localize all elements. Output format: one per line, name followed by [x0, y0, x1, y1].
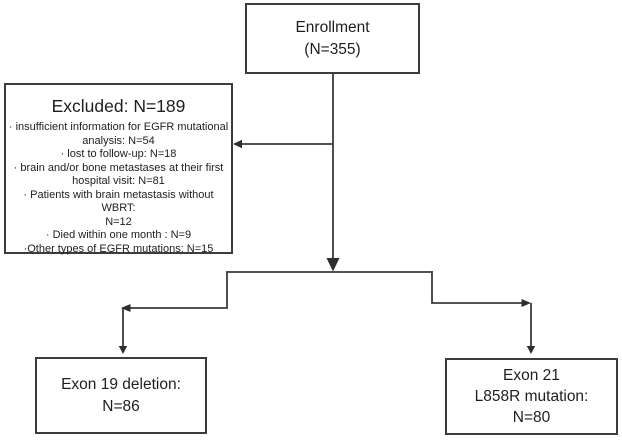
exon19-deletion-box: Exon 19 deletion: N=86 — [35, 357, 207, 434]
arrowhead-down-exon21 — [526, 346, 536, 354]
exon21-count: N=80 — [512, 409, 551, 426]
arrowhead-left-excluded — [233, 139, 242, 149]
excluded-item-brain-bone-metastases: · brain and/or bone metastases at their … — [13, 161, 224, 188]
excluded-item-brain-metastasis-no-wbrt: · Patients with brain metastasis without… — [23, 188, 214, 228]
enrollment-box: Enrollment (N=355) — [245, 3, 420, 74]
excluded-item-insufficient-info: · insufficient information for EGFR muta… — [8, 121, 229, 147]
arrowhead-down-exon19 — [118, 346, 128, 354]
arrow-split-to-exon19-step — [130, 271, 228, 309]
excluded-item-other-mutations: ·Other types of EGFR mutations: N=15 — [23, 242, 214, 255]
enrollment-label: Enrollment — [295, 18, 370, 36]
arrowhead-down-large — [326, 258, 340, 272]
exon21-label-line2: L858R mutation: — [474, 388, 589, 405]
excluded-item-died-one-month: · Died within one month : N=9 — [45, 229, 192, 241]
arrow-split-to-exon21-step — [431, 271, 523, 304]
excluded-title: Excluded: N=189 — [51, 96, 186, 116]
arrowhead-left-exon19 — [121, 304, 131, 312]
exon19-count: N=86 — [102, 397, 140, 415]
excluded-item-lost-followup: · lost to follow-up: N=18 — [60, 148, 177, 160]
enrollment-count: (N=355) — [304, 40, 361, 58]
excluded-box: Excluded: N=189 · insufficient informati… — [4, 83, 233, 255]
exon19-label: Exon 19 deletion: — [61, 375, 181, 393]
exon21-label-line1: Exon 21 — [503, 367, 560, 384]
arrowhead-right-exon21 — [521, 299, 531, 307]
exon21-l858r-box: Exon 21 L858R mutation: N=80 — [445, 358, 618, 435]
